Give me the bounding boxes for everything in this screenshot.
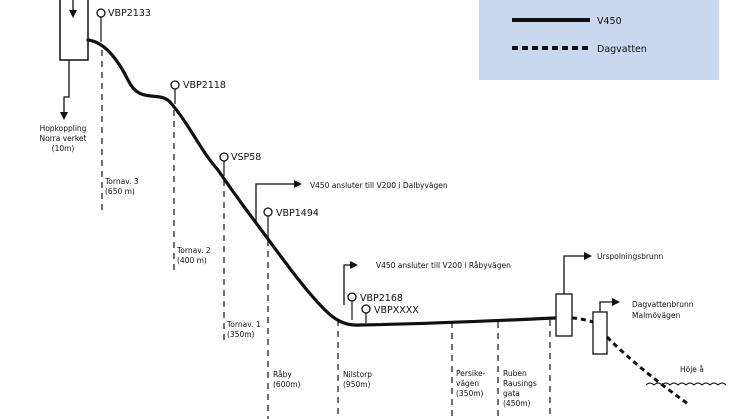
station-persikevagen-line2: vägen (456, 379, 479, 388)
station-tornav-3-name: Tornav. 3 (104, 177, 139, 186)
marker-vbp2118 (170, 80, 180, 104)
label-vbp2168: VBP2168 (360, 293, 403, 304)
label-vsp58: VSP58 (231, 152, 261, 163)
label-vbp1494: VBP1494 (276, 208, 319, 219)
station-tornav-1-name: Tornav. 1 (226, 320, 261, 329)
marker-vbp2168 (347, 292, 357, 320)
raby-callout: V450 ansluter till V200 i Råbyvägen (376, 261, 511, 270)
station-persikevagen-length: (350m) (456, 389, 484, 398)
marker-vsp58 (219, 152, 229, 176)
station-nilstorp: Nilstorp (950m) (343, 370, 372, 389)
marker-vbpxxxx (361, 304, 371, 323)
station-nilstorp-name: Nilstorp (343, 370, 372, 379)
marker-vbp1494 (263, 207, 273, 238)
station-ruben-line1: Ruben (503, 369, 527, 378)
station-tornav-1-length: (350m) (227, 330, 255, 339)
label-vbp2118: VBP2118 (183, 80, 226, 91)
dagvattenbrunn-label-1: Dagvattenbrunn (632, 300, 694, 309)
dagvatten-line-a (571, 316, 594, 324)
station-tornav-1: Tornav. 1 (350m) (226, 320, 261, 339)
urspolning-well (555, 293, 573, 337)
dagvattenbrunn-arrow (599, 298, 620, 312)
raby-arrow (343, 261, 358, 305)
station-ruben-line2: Rausings (503, 379, 537, 388)
station-ruben-rausings-gata: Ruben Rausings gata (450m) (503, 369, 537, 408)
urspolning-arrow (563, 252, 592, 294)
station-persikevagen: Persike- vägen (350m) (456, 369, 486, 398)
label-vbpxxxx: VBPXXXX (374, 305, 419, 316)
start-well (59, 0, 89, 61)
station-nilstorp-length: (950m) (343, 380, 371, 389)
legend-box (479, 0, 719, 80)
station-ruben-length: (450m) (503, 399, 531, 408)
urspolning-label: Urspolningsbrunn (597, 252, 664, 261)
station-raby: Råby (600m) (273, 370, 301, 389)
station-tornav-2-length: (400 m) (177, 256, 207, 265)
legend-dashed-label: Dagvatten (597, 44, 647, 55)
station-ruben-line3: gata (503, 389, 520, 398)
dagvattenbrunn-label-2: Malmövägen (632, 311, 680, 320)
hopkoppling-arrow (60, 60, 70, 120)
hopkoppling-line3: (10m) (52, 144, 75, 153)
station-raby-name: Råby (273, 370, 292, 379)
dalby-callout: V450 ansluter till V200 i Dalbyvägen (310, 181, 448, 190)
station-tornav-3-length: (650 m) (105, 187, 135, 196)
legend-main-label: V450 (597, 16, 622, 27)
v450-main-line (86, 38, 557, 327)
station-tornav-2: Tornav. 2 (400 m) (176, 246, 211, 265)
marker-vbp2133 (96, 8, 106, 42)
station-persikevagen-line1: Persike- (456, 369, 486, 378)
station-dividers (101, 50, 551, 419)
station-tornav-3: Tornav. 3 (650 m) (104, 177, 139, 196)
hopkoppling-line1: Hopkoppling (40, 124, 87, 133)
hopkoppling-line2: Norra verket (40, 134, 87, 143)
dagvatten-well (592, 311, 608, 355)
station-tornav-2-name: Tornav. 2 (176, 246, 211, 255)
station-raby-length: (600m) (273, 380, 301, 389)
river-waves-icon (645, 382, 727, 386)
label-vbp2133: VBP2133 (108, 8, 151, 19)
hoje-label: Höje å (680, 365, 704, 374)
dagvatten-line-b (605, 335, 689, 406)
dalby-arrow (255, 180, 302, 222)
